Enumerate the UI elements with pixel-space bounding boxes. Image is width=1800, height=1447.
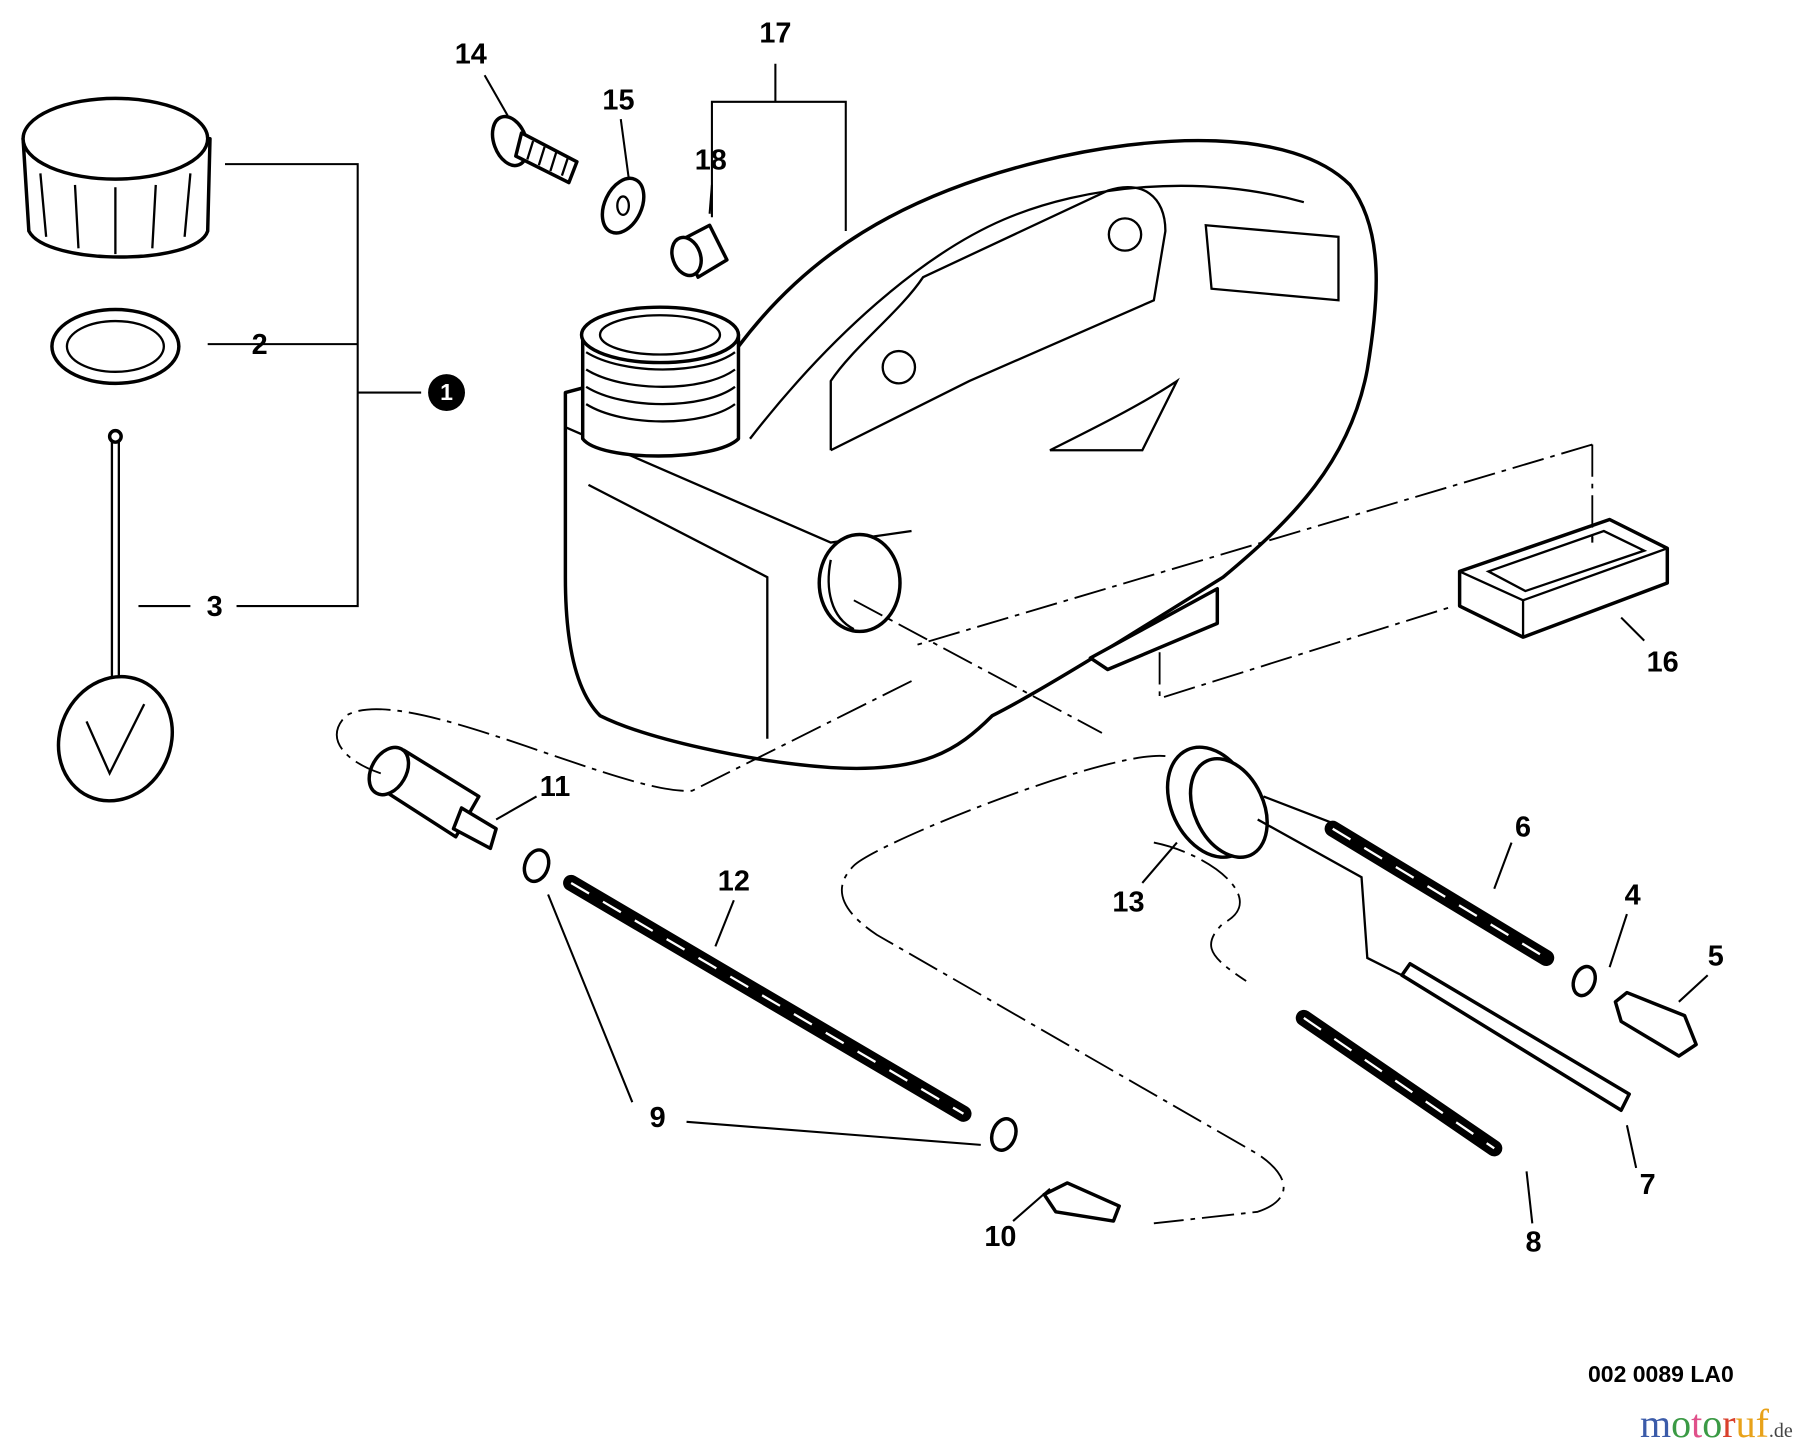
watermark-letter: u [1735,1401,1756,1446]
alignment-lines [335,443,1594,1225]
callout-10: 10 [984,1221,1016,1253]
retaining-ring [50,307,181,386]
callout-2: 2 [252,329,268,361]
tank-grommet [1165,745,1269,859]
watermark-letter: m [1640,1401,1672,1446]
callout-14: 14 [455,38,487,70]
vent-line-7 [1400,961,1631,1112]
callout-17: 17 [759,18,791,50]
callout-1: 1 [440,379,453,405]
callout-5: 5 [1708,941,1724,973]
o-ring [522,848,551,884]
o-ring [989,1117,1018,1152]
watermark-logo: motoruf.de [1640,1400,1793,1447]
callout-6: 6 [1515,811,1531,843]
watermark-text: motoruf [1640,1400,1769,1447]
bushing [670,223,729,279]
fuel-line-12 [563,874,972,1122]
fuel-cap [21,96,212,259]
fitting [1613,990,1698,1058]
watermark-letter: r [1722,1401,1736,1446]
callout-9: 9 [650,1102,666,1134]
callout-12: 12 [718,866,750,898]
callout-4: 4 [1625,879,1641,911]
watermark-letter: f [1755,1401,1769,1446]
o-ring [1571,964,1597,998]
diagram-part-number: 002 0089 LA0 [1588,1361,1734,1387]
callout-7: 7 [1640,1169,1656,1201]
watermark-letter: o [1702,1401,1723,1446]
callout-16: 16 [1647,646,1679,678]
fuel-filter [367,745,498,851]
callout-13: 13 [1112,886,1144,918]
watermark-suffix: .de [1768,1420,1793,1442]
washer [600,176,646,235]
watermark-letter: o [1671,1401,1692,1446]
callout-11: 11 [540,771,570,803]
fitting [1042,1181,1121,1223]
callout-3: 3 [207,591,223,623]
tether-strap [56,428,175,803]
callout-8: 8 [1525,1227,1541,1259]
callout-15: 15 [602,84,634,116]
watermark-letter: t [1691,1401,1703,1446]
grommet [1457,517,1670,639]
fuel-line-6 [1324,820,1555,967]
screw [490,114,579,185]
leader-lines [138,63,1709,1224]
callout-18: 18 [695,144,727,176]
fuel-line-8 [1295,1009,1503,1157]
callout-1-badge [428,374,465,412]
fuel-tank [563,138,1378,771]
